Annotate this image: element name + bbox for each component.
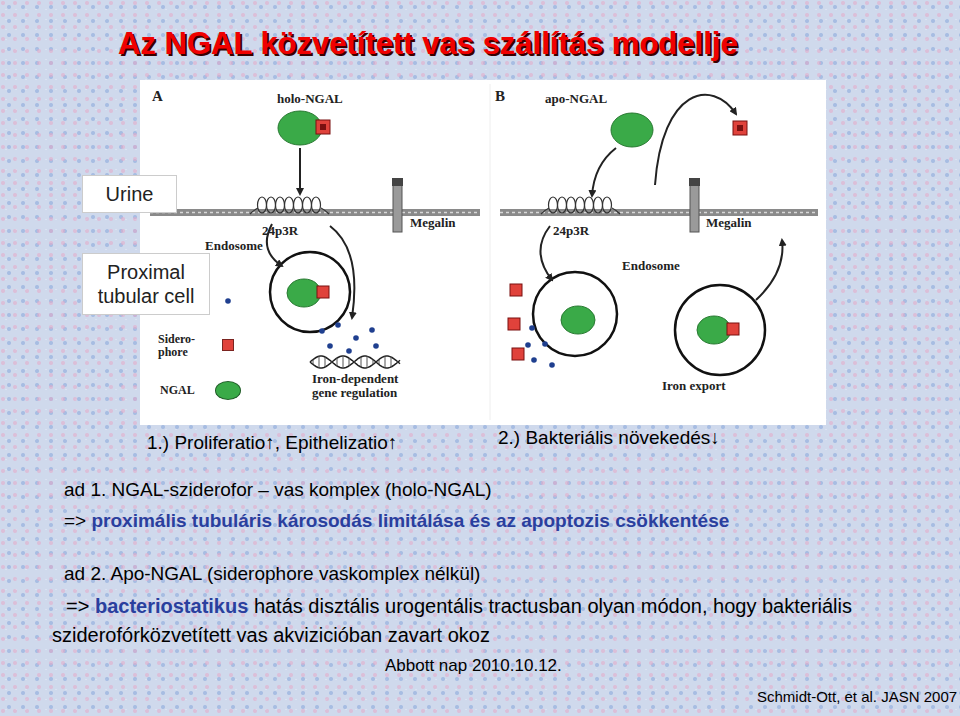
legend-swatch	[215, 381, 241, 400]
receptor-label: Megalin	[410, 215, 456, 231]
organelle-label: Endosome	[622, 258, 680, 274]
node-text: Urine	[91, 182, 168, 206]
panel-a-art	[267, 111, 403, 332]
slide-title: Az NGAL közvetített vas szállítás modell…	[118, 26, 738, 62]
receptor-label: 24p3R	[262, 223, 298, 239]
organelle-label: Endosome	[205, 238, 263, 254]
receptor-label: Megalin	[706, 215, 752, 231]
note-emphasis: bacteriostatikus	[95, 595, 248, 617]
figure-label: holo-NGAL	[277, 91, 343, 107]
arrow-symbol: =>	[66, 595, 89, 617]
receptor-label: 24p3R	[553, 223, 589, 239]
note-text: ad 2. Apo-NGAL (siderophore vaskomplex n…	[64, 563, 480, 585]
legend-text: NGAL	[160, 384, 208, 397]
figure-label: Iron export	[662, 378, 726, 394]
note-emphasis: proximális tubuláris károsodás limitálás…	[91, 510, 729, 531]
cell-box: Proximal tubular cell	[82, 253, 210, 315]
figure-label: apo-NGAL	[545, 91, 607, 107]
effect-text: 1.) Proliferatio↑, Epithelizatio↑	[147, 432, 397, 454]
text-line: => proximális tubuláris károsodás limitá…	[64, 508, 954, 534]
panel-b-art	[508, 95, 782, 375]
figure-panel	[140, 80, 826, 425]
legend-text: Sidero-phore	[158, 333, 206, 359]
node-text: Proximal tubular cell	[91, 260, 201, 308]
footer-text: Abbott nap 2010.10.12.	[385, 656, 562, 676]
figure-label: Iron-dependent gene regulation	[312, 372, 424, 400]
panel-letter: B	[495, 88, 505, 105]
text-paragraph: => bacteriostatikus hatás disztális urog…	[52, 592, 952, 650]
arrow-symbol: =>	[64, 510, 86, 531]
urine-box: Urine	[82, 175, 177, 213]
legend-swatch	[222, 339, 234, 351]
membrane	[150, 209, 818, 216]
note-text: ad 1. NGAL-sziderofor – vas komplex (hol…	[64, 479, 492, 501]
panel-divider	[490, 84, 491, 420]
effect-text: 2.) Bakteriális növekedés↓	[498, 427, 720, 449]
repeated-strokes	[225, 197, 620, 368]
panel-letter: A	[152, 88, 163, 105]
citation: Schmidt-Ott, et al. JASN 2007	[757, 688, 957, 705]
